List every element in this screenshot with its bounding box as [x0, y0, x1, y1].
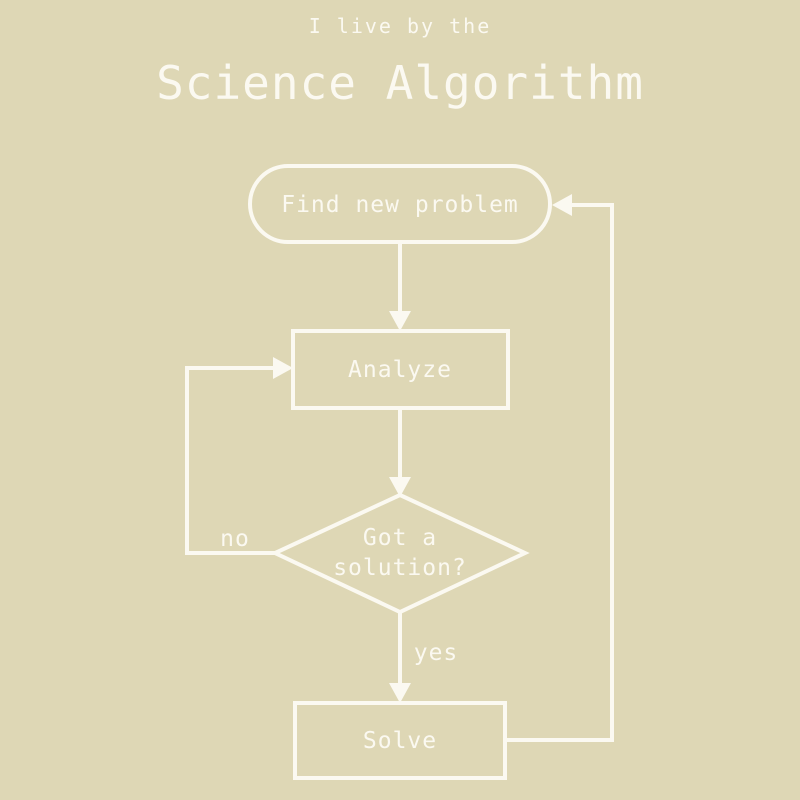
node-solve-label: Solve — [363, 728, 437, 754]
node-decision-diamond — [270, 492, 530, 615]
title-kicker: I live by the — [309, 14, 492, 38]
node-start-label: Find new problem — [281, 192, 519, 218]
edge-label-yes: yes — [414, 640, 459, 666]
node-decision-label-line2: solution? — [333, 555, 467, 581]
node-analyze-label: Analyze — [348, 357, 452, 383]
arrowhead-start-to-analyze — [389, 311, 411, 331]
edge-solve-to-start — [505, 203, 614, 742]
edge-label-no: no — [220, 526, 250, 552]
arrowhead-no-loop — [273, 357, 293, 379]
arrowhead-decision-to-solve — [389, 683, 411, 703]
arrowhead-analyze-to-decision — [389, 477, 411, 497]
node-decision-label-line1: Got a — [363, 525, 437, 551]
edge-no-loop — [185, 366, 276, 555]
arrowhead-solve-to-start — [552, 194, 572, 216]
title-main: Science Algorithm — [156, 56, 644, 110]
